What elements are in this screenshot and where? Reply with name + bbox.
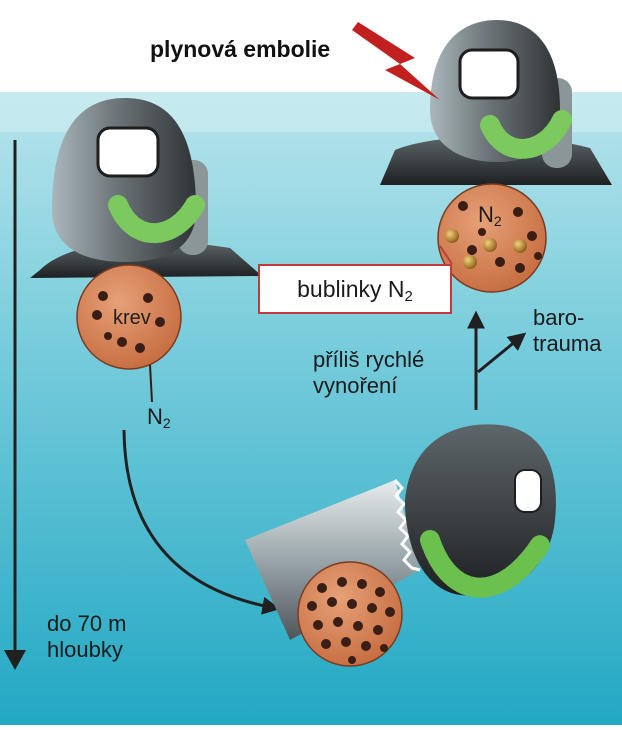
n2-label-top: N2 (478, 202, 502, 234)
ascent-line-1: příliš rychlé (313, 347, 424, 373)
diver-bottom-visor (515, 470, 541, 512)
blood-label: krev (113, 305, 151, 331)
depth-line-1: do 70 m (47, 611, 127, 637)
bubbles-subscript: 2 (405, 288, 413, 305)
title-text: plynová embolie (150, 36, 330, 62)
barotrauma-line-2: trauma (533, 331, 601, 357)
blood-disc-bottom (298, 562, 402, 666)
bubbles-callout: bublinky N2 (258, 264, 452, 314)
depth-label: do 70 m hloubky (47, 611, 127, 663)
n2-top-subscript: 2 (494, 213, 502, 229)
diver-left-visor (98, 128, 158, 176)
depth-line-2: hloubky (47, 637, 127, 663)
blood-text: krev (113, 307, 151, 329)
barotrauma-label: baro- trauma (533, 305, 601, 357)
ascent-label: příliš rychlé vynoření (313, 347, 424, 399)
n2-top-text: N (478, 202, 494, 227)
diagram-title: plynová embolie (150, 36, 330, 62)
n2-label-left: N2 (147, 404, 171, 436)
diver-top-visor (460, 50, 518, 98)
blood-disc-top (438, 184, 546, 292)
bubbles-text: bublinky N (297, 276, 404, 302)
ascent-line-2: vynoření (313, 373, 424, 399)
barotrauma-line-1: baro- (533, 305, 601, 331)
n2-left-text: N (147, 404, 163, 429)
n2-left-subscript: 2 (163, 415, 171, 431)
